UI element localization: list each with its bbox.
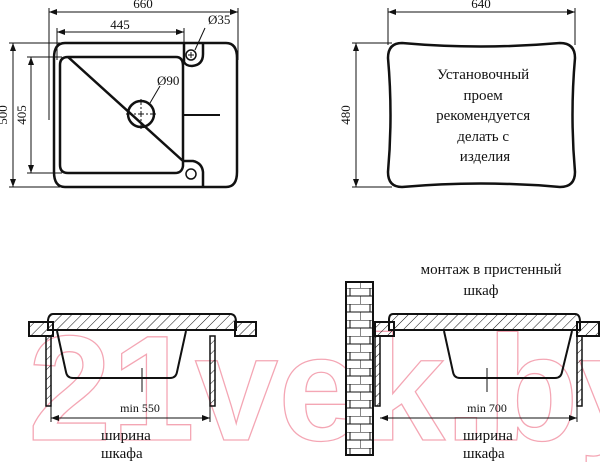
sink-outline <box>52 41 239 189</box>
dim-bowl-height: 405 <box>14 105 29 125</box>
cabinet-width-caption: ширина шкафа <box>101 428 155 462</box>
dim-cutout-height: 480 <box>338 105 353 125</box>
wall-mount-title: монтаж в пристенный шкаф <box>421 262 566 299</box>
sink-rim <box>47 313 237 331</box>
dim-height-total: 500 <box>0 105 10 125</box>
sink-top-view: 660 445 500 405 Ø35 Ø90 <box>0 0 239 189</box>
bowl-section <box>56 330 187 379</box>
countertop-left <box>374 321 395 337</box>
cutout-outline <box>386 41 577 189</box>
faucet-hole-label: Ø35 <box>208 12 230 27</box>
drain-hole-label: Ø90 <box>157 73 179 88</box>
cabinet-wall-right <box>576 335 583 407</box>
cabinet-width-caption: ширина шкафа <box>463 428 517 462</box>
countertop-left <box>28 321 54 337</box>
cabinet-wall-left <box>45 335 52 407</box>
dim-width-total: 660 <box>133 0 153 11</box>
section-wall-mounted: монтаж в пристенный шкаф min 700 ширина … <box>345 262 600 462</box>
cutout-note: Установочный проем рекомендуется делать … <box>436 67 534 165</box>
countertop-right <box>234 321 257 337</box>
bowl-section <box>443 330 573 379</box>
dim-cutout-width: 640 <box>471 0 491 11</box>
dim-bowl-width: 445 <box>110 17 130 32</box>
min-width-label: min 550 <box>120 401 160 415</box>
faucet-ledge <box>182 43 205 68</box>
min-width-label: min 700 <box>467 401 507 415</box>
brick-wall <box>345 281 374 456</box>
section-freestanding: min 550 ширина шкафа <box>28 313 257 462</box>
cutout-view: 640 480 Установочный проем рекомендуется… <box>338 0 577 189</box>
cabinet-wall-right <box>209 335 216 407</box>
sink-rim <box>388 313 581 331</box>
bowl-outline <box>58 55 205 187</box>
countertop-right <box>576 321 600 337</box>
faucet-hole <box>185 49 197 61</box>
overflow-hole <box>185 168 197 180</box>
cabinet-wall-left <box>374 335 381 407</box>
